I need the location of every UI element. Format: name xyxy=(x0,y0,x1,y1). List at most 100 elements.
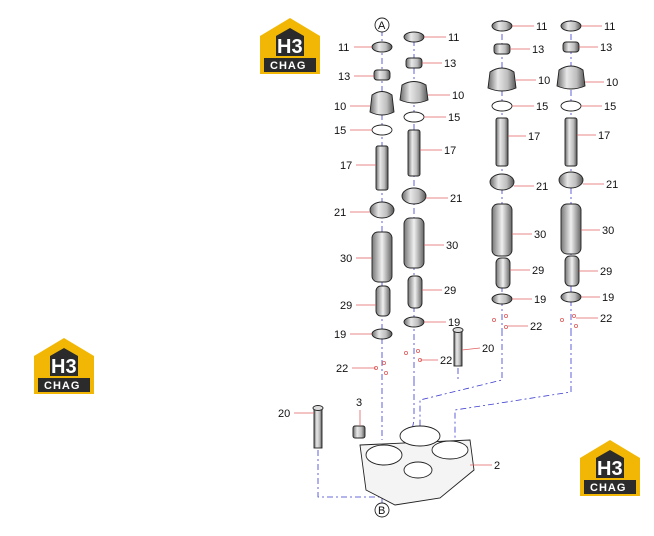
part-13 xyxy=(405,57,423,69)
label-21: 21 xyxy=(334,207,346,219)
brand-logo-right: H3 CHAG xyxy=(580,440,640,496)
label-30: 30 xyxy=(340,253,352,265)
part-10 xyxy=(487,67,517,92)
label-29: 29 xyxy=(600,266,612,278)
part-29 xyxy=(375,285,391,317)
part-15 xyxy=(491,100,513,112)
part-21 xyxy=(558,171,584,189)
logo-caption: CHAG xyxy=(590,482,626,494)
label-10: 10 xyxy=(606,77,618,89)
label-22: 22 xyxy=(530,321,542,333)
label-11: 11 xyxy=(604,21,615,33)
part-17 xyxy=(375,145,389,191)
part-10 xyxy=(556,65,586,90)
part-10 xyxy=(369,91,395,116)
label-13: 13 xyxy=(444,58,456,70)
part-labels: 11 13 10 15 17 21 30 29 19 22 11 13 10 1… xyxy=(278,21,618,472)
label-13: 13 xyxy=(600,42,612,54)
part-13 xyxy=(373,69,391,81)
part-15 xyxy=(560,100,582,112)
part-19 xyxy=(491,293,513,305)
label-15: 15 xyxy=(536,101,548,113)
brand-logo-left: H3 CHAG xyxy=(34,338,94,394)
part-17 xyxy=(407,129,421,177)
part-13 xyxy=(493,43,511,55)
part-15 xyxy=(371,124,393,136)
lower-assembly: B xyxy=(312,405,475,518)
brand-logo-top: H3 CHAG xyxy=(260,18,320,74)
part-21 xyxy=(369,201,395,219)
part-19 xyxy=(403,316,425,328)
logo-caption: CHAG xyxy=(270,60,306,72)
label-30: 30 xyxy=(602,225,614,237)
part-30 xyxy=(560,203,582,255)
callout-a xyxy=(374,17,390,33)
label-11: 11 xyxy=(448,32,459,44)
bolt-20-upper xyxy=(453,329,463,367)
part-13 xyxy=(562,41,580,53)
label-15: 15 xyxy=(604,101,616,113)
part-29 xyxy=(407,275,423,309)
label-22: 22 xyxy=(440,355,452,367)
label-10: 10 xyxy=(334,101,346,113)
label-17: 17 xyxy=(528,131,540,143)
part-19 xyxy=(560,291,582,303)
label-21: 21 xyxy=(450,193,462,205)
label-19: 19 xyxy=(602,292,614,304)
column-1-stack: A xyxy=(369,17,395,375)
label-30: 30 xyxy=(446,240,458,252)
part-10 xyxy=(399,81,429,104)
label-2: 2 xyxy=(494,460,500,472)
label-11: 11 xyxy=(338,42,349,54)
label-20: 20 xyxy=(482,343,494,355)
label-13: 13 xyxy=(338,71,350,83)
logo-caption: CHAG xyxy=(44,380,80,392)
label-21: 21 xyxy=(536,181,548,193)
label-17: 17 xyxy=(598,130,610,142)
part-30 xyxy=(491,203,513,257)
part-30 xyxy=(371,231,393,283)
label-19: 19 xyxy=(334,329,346,341)
part-29 xyxy=(564,255,580,287)
label-20: 20 xyxy=(278,408,290,420)
leader-lines xyxy=(294,25,604,466)
part-15 xyxy=(403,111,425,123)
plug-3 xyxy=(352,425,366,439)
part-17 xyxy=(564,117,578,167)
callout-b xyxy=(374,502,390,518)
part-11 xyxy=(491,20,513,32)
column-4-stack xyxy=(556,20,586,328)
part-11 xyxy=(371,41,393,53)
label-29: 29 xyxy=(444,285,456,297)
logo-mark: H3 xyxy=(277,36,303,58)
label-13: 13 xyxy=(532,44,544,56)
column-2-stack xyxy=(399,31,464,367)
label-29: 29 xyxy=(340,300,352,312)
part-30 xyxy=(403,217,425,269)
logo-mark: H3 xyxy=(597,458,623,480)
bolt-20-lower xyxy=(313,407,323,449)
part-29 xyxy=(495,257,511,289)
part-11 xyxy=(560,20,582,32)
label-15: 15 xyxy=(448,112,460,124)
callout-b-label: B xyxy=(378,505,385,517)
label-10: 10 xyxy=(538,75,550,87)
logo-mark: H3 xyxy=(51,356,77,378)
part-19 xyxy=(371,328,393,340)
label-22: 22 xyxy=(336,363,348,375)
part-21 xyxy=(401,187,427,205)
label-19: 19 xyxy=(534,294,546,306)
label-11: 11 xyxy=(536,21,547,33)
label-15: 15 xyxy=(334,125,346,137)
label-21: 21 xyxy=(606,179,618,191)
label-19: 19 xyxy=(448,317,460,329)
label-17: 17 xyxy=(340,160,352,172)
label-22: 22 xyxy=(600,313,612,325)
label-29: 29 xyxy=(532,265,544,277)
column-3-stack xyxy=(487,20,517,329)
label-17: 17 xyxy=(444,145,456,157)
callout-a-label: A xyxy=(378,20,386,32)
part-21 xyxy=(489,173,515,191)
label-3: 3 xyxy=(356,397,362,409)
